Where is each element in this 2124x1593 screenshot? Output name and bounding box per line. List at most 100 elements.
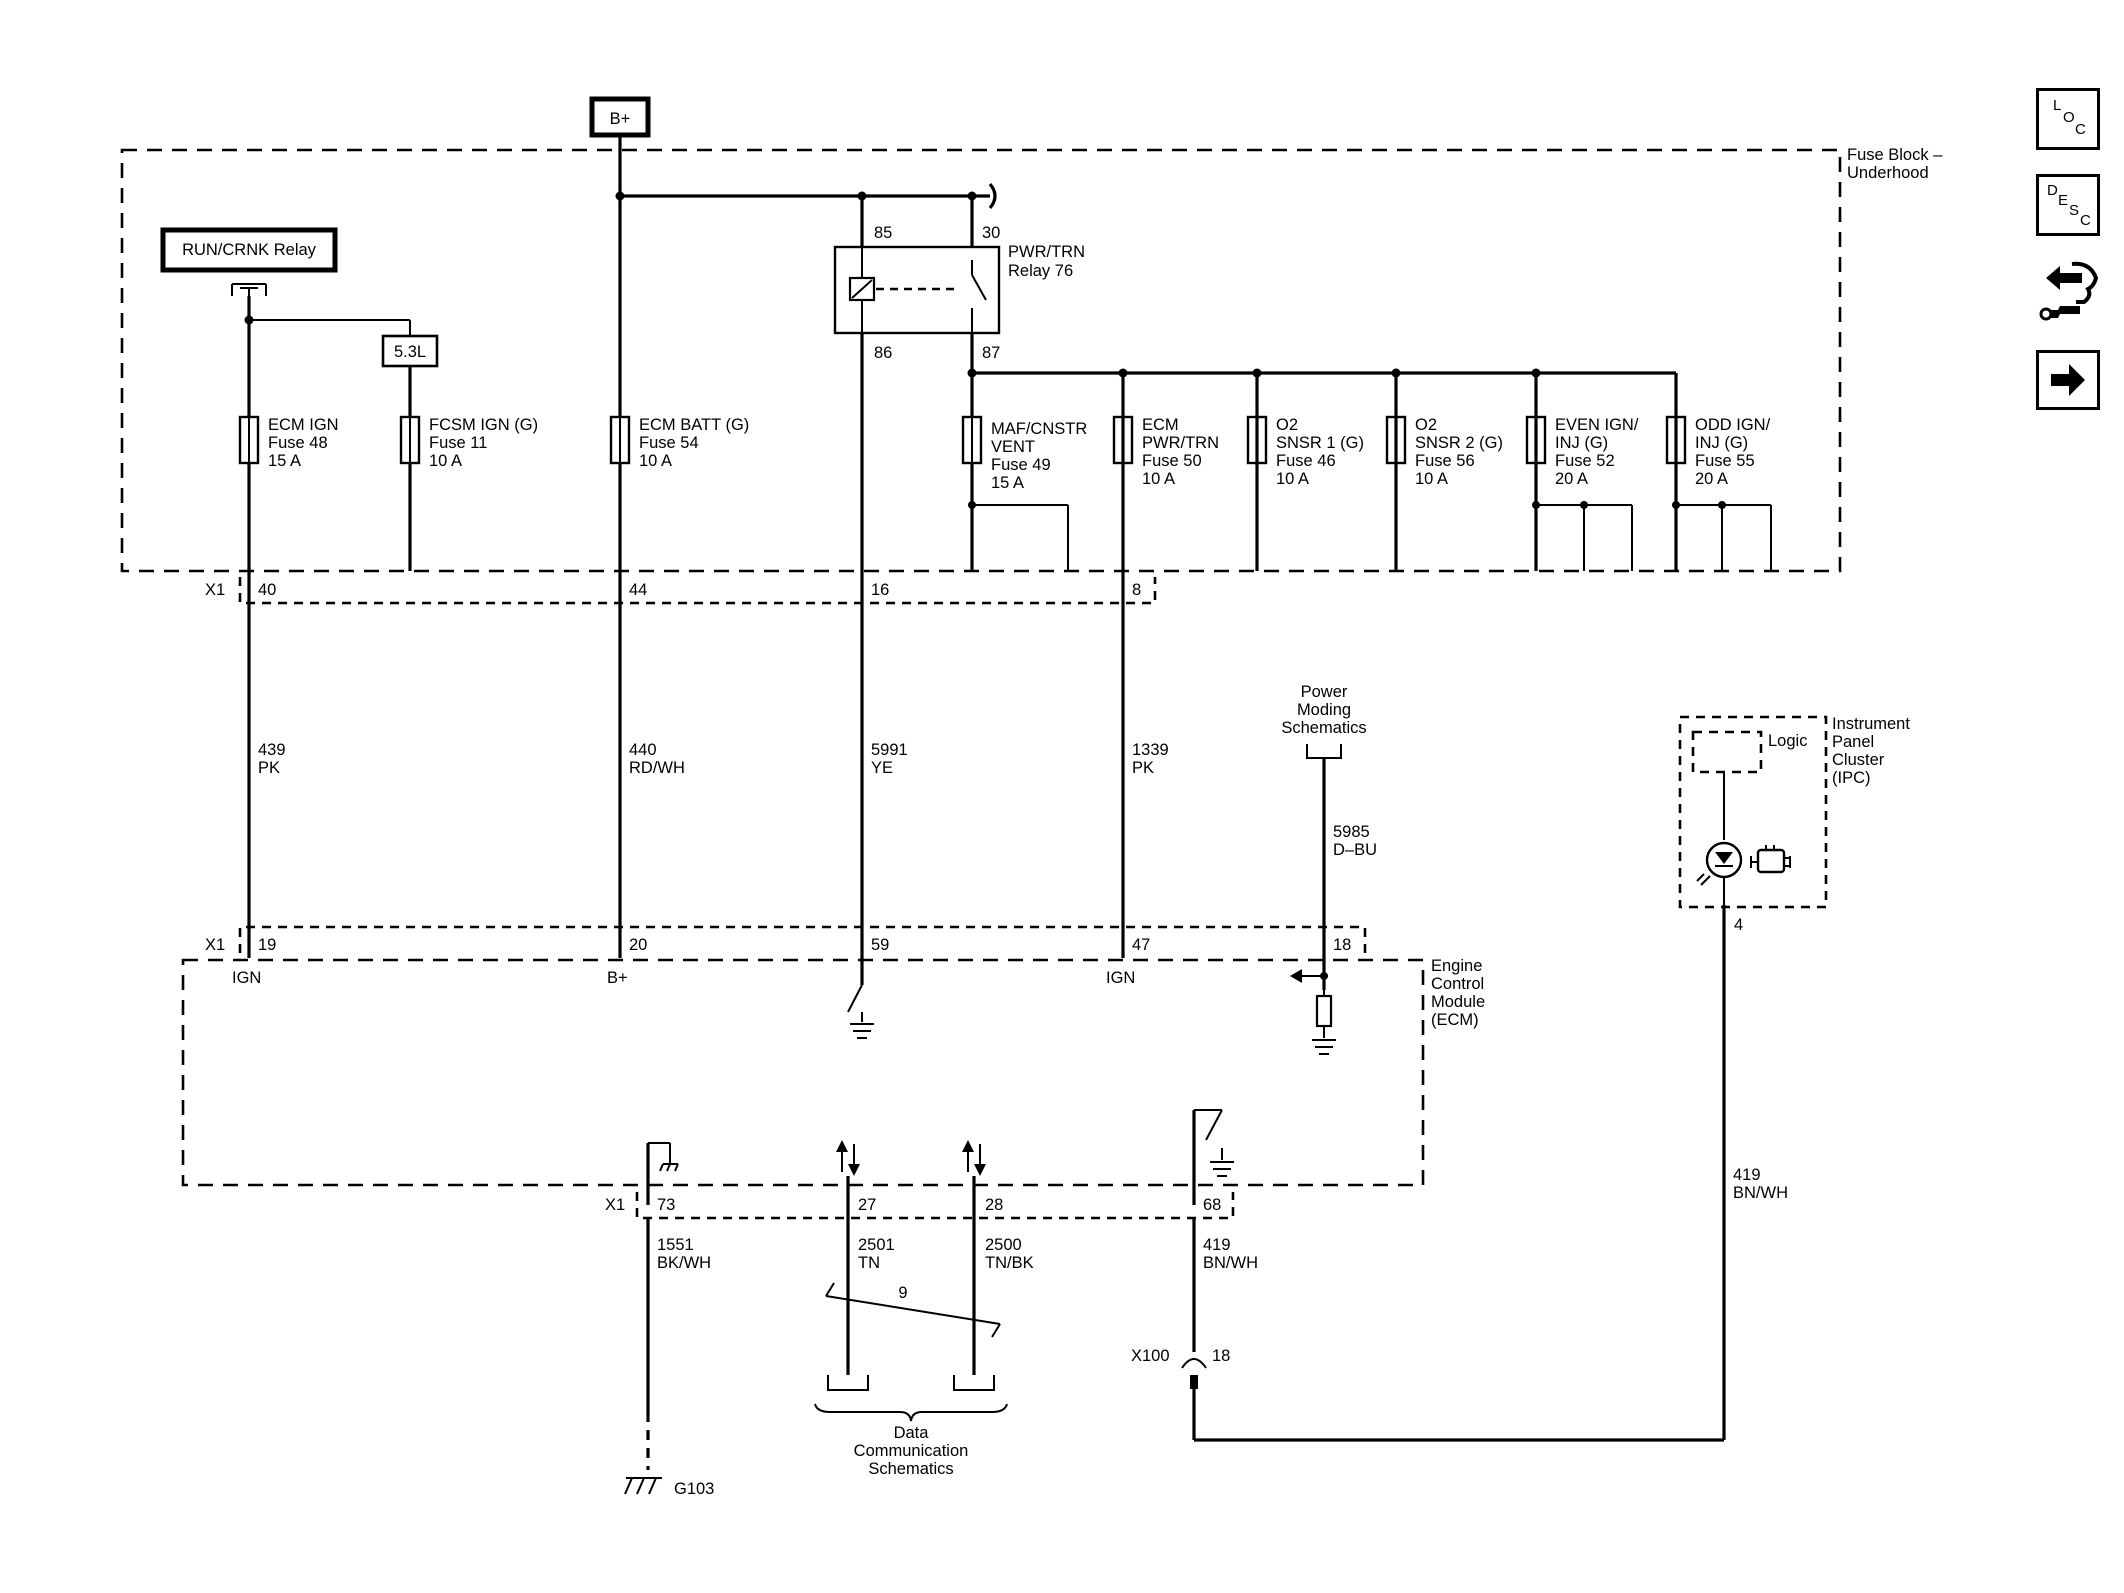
data-bidir-arrow-27 <box>836 1140 860 1176</box>
loc-button[interactable]: L O C <box>2036 88 2100 150</box>
svg-text:EVEN IGN/: EVEN IGN/ <box>1555 416 1639 434</box>
svg-text:Fuse 46: Fuse 46 <box>1276 452 1336 470</box>
ecm-name-line1: Engine <box>1431 957 1482 975</box>
svg-text:SNSR 2 (G): SNSR 2 (G) <box>1415 434 1503 452</box>
ground-g103-symbol <box>624 1477 662 1495</box>
svg-text:Fuse 56: Fuse 56 <box>1415 452 1475 470</box>
data-bidir-arrow-28 <box>962 1140 986 1176</box>
ecm-name-line4: (ECM) <box>1431 1011 1479 1029</box>
ipc-name-line4: (IPC) <box>1832 769 1871 787</box>
circuit-2500-num: 2500 <box>985 1236 1022 1254</box>
circuit-419-ecm-color: BN/WH <box>1203 1254 1258 1272</box>
circuit-2501-num: 2501 <box>858 1236 895 1254</box>
ecm-x1-pin-20: 20 <box>629 936 647 954</box>
loc-icon-letter-l: L <box>2053 97 2062 114</box>
desc-icon-letter-e: E <box>2058 192 2069 209</box>
ecm-x1-top-name: X1 <box>205 936 225 954</box>
power-moding-line2: Moding <box>1297 701 1351 719</box>
connector-tool-button[interactable] <box>2036 256 2100 326</box>
fuse-block-x1-pin-8: 8 <box>1132 581 1141 599</box>
fuse-o2-snsr-1: O2 SNSR 1 (G) Fuse 46 10 A <box>1246 415 1364 488</box>
svg-text:INJ (G): INJ (G) <box>1555 434 1608 452</box>
x100-connector-symbol <box>1181 1358 1207 1389</box>
circuit-439-color: PK <box>258 759 280 777</box>
svg-text:15 A: 15 A <box>268 452 301 470</box>
ecm-x1-pin-68: 68 <box>1203 1196 1221 1214</box>
relay-pin-30: 30 <box>982 224 1000 242</box>
data-comm-line1: Data <box>894 1424 930 1442</box>
desc-button[interactable]: D E S C <box>2036 174 2100 236</box>
svg-text:20 A: 20 A <box>1555 470 1588 488</box>
ecm-x1-pin-27: 27 <box>858 1196 876 1214</box>
next-arrow-button[interactable] <box>2036 350 2100 410</box>
svg-text:SNSR 1 (G): SNSR 1 (G) <box>1276 434 1364 452</box>
relay-name-line2: Relay 76 <box>1008 262 1073 280</box>
fuse-block-label-line2: Underhood <box>1847 164 1929 182</box>
ipc-name-line3: Cluster <box>1832 751 1885 769</box>
fuse-block-outline <box>120 148 1842 573</box>
option-5-3l-label: 5.3L <box>394 343 426 361</box>
svg-text:20 A: 20 A <box>1695 470 1728 488</box>
svg-text:Fuse 48: Fuse 48 <box>268 434 328 452</box>
relay-pin-85: 85 <box>874 224 892 242</box>
b-plus-source-box <box>589 96 651 138</box>
fuse-ecm-batt: ECM BATT (G) Fuse 54 10 A <box>609 415 749 470</box>
fuse-maf-cnstr-vent: MAF/CNSTR VENT Fuse 49 15 A <box>961 415 1087 492</box>
svg-text:O2: O2 <box>1415 416 1437 434</box>
fuse-block-x1-pin-44: 44 <box>629 581 647 599</box>
svg-text:PWR/TRN: PWR/TRN <box>1142 434 1219 452</box>
fuse-ecm-ign: ECM IGN Fuse 48 15 A <box>238 415 339 470</box>
fuse-odd-ign-inj: ODD IGN/ INJ (G) Fuse 55 20 A <box>1665 415 1771 488</box>
loc-icon-letter-c: C <box>2075 121 2086 138</box>
desc-icon-letter-d: D <box>2047 182 2058 199</box>
fuse-block-x1-name: X1 <box>205 581 225 599</box>
svg-text:VENT: VENT <box>991 438 1035 456</box>
ecm-x1-pin-47: 47 <box>1132 936 1150 954</box>
fuse-block-x1-pin-40: 40 <box>258 581 276 599</box>
relay-name-line1: PWR/TRN <box>1008 243 1085 261</box>
ecm-x1-pin-18: 18 <box>1333 936 1351 954</box>
svg-text:FCSM IGN (G): FCSM IGN (G) <box>429 416 538 434</box>
circuit-419-ipc-num: 419 <box>1733 1166 1761 1184</box>
svg-text:10 A: 10 A <box>639 452 672 470</box>
svg-text:Fuse 55: Fuse 55 <box>1695 452 1755 470</box>
ecm-x1-bottom-connector <box>635 1192 1235 1220</box>
fuse-even-ign-inj: EVEN IGN/ INJ (G) Fuse 52 20 A <box>1525 415 1639 488</box>
relay-pin-87: 87 <box>982 344 1000 362</box>
b-plus-source-label: B+ <box>610 110 631 128</box>
desc-icon-letter-c: C <box>2080 212 2091 229</box>
pwr-trn-relay <box>833 245 1001 335</box>
ecm-pin-label-b-plus: B+ <box>607 969 628 987</box>
data-comm-line2: Communication <box>854 1442 969 1460</box>
twisted-pair-marker <box>825 1282 1001 1338</box>
fuse-o2-snsr-2: O2 SNSR 2 (G) Fuse 56 10 A <box>1385 415 1503 488</box>
svg-text:10 A: 10 A <box>1415 470 1448 488</box>
ecm-name-line3: Module <box>1431 993 1485 1011</box>
svg-text:Fuse 49: Fuse 49 <box>991 456 1051 474</box>
svg-text:ECM IGN: ECM IGN <box>268 416 339 434</box>
fuse-block-x1-pin-16: 16 <box>871 581 889 599</box>
svg-text:10 A: 10 A <box>429 452 462 470</box>
circuit-5991-num: 5991 <box>871 741 908 759</box>
svg-text:Fuse 52: Fuse 52 <box>1555 452 1615 470</box>
ecm-name-line2: Control <box>1431 975 1484 993</box>
twist-label: 9 <box>898 1284 907 1302</box>
fuse-block-label-line1: Fuse Block – <box>1847 146 1943 164</box>
circuit-5985-color: D–BU <box>1333 841 1377 859</box>
ipc-pin-4: 4 <box>1734 916 1743 934</box>
circuit-1339-color: PK <box>1132 759 1154 777</box>
circuit-1551-color: BK/WH <box>657 1254 711 1272</box>
arrow-right-icon <box>2051 364 2085 396</box>
ecm-pin-label-ign-1: IGN <box>232 969 261 987</box>
connector-tool-icon <box>2039 261 2099 321</box>
ecm-x1-pin-73: 73 <box>657 1196 675 1214</box>
svg-text:ECM BATT (G): ECM BATT (G) <box>639 416 749 434</box>
circuit-5985-num: 5985 <box>1333 823 1370 841</box>
ecm-x1-pin-28: 28 <box>985 1196 1003 1214</box>
x100-name: X100 <box>1131 1347 1170 1365</box>
circuit-440-color: RD/WH <box>629 759 685 777</box>
ipc-logic-label: Logic <box>1768 732 1807 750</box>
svg-text:Fuse 50: Fuse 50 <box>1142 452 1202 470</box>
check-engine-lamp-icon <box>1696 841 1791 886</box>
